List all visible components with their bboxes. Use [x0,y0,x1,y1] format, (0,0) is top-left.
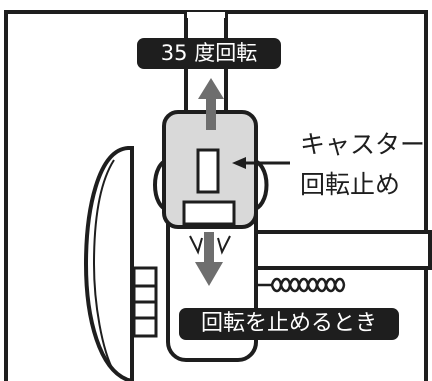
stop-rotation-label: 回転を止めるとき [179,308,399,340]
stop-arrow-down-icon [195,232,223,286]
knob-base [182,200,236,226]
wheel-inner [92,159,115,373]
pipe-top-cap [187,12,225,18]
caster-lock-label-line2: 回転止め [300,170,401,199]
knob-slot [196,148,220,194]
spring [254,277,346,293]
rotate-arrow-up-icon [198,78,224,130]
frame-rail [248,230,432,270]
rotation-angle-label: 35 度回転 [137,38,281,69]
callout-arrowhead [232,157,246,169]
caster-lock-label-line1: キャスター [300,130,426,159]
wheel [83,146,134,381]
gear-teeth [189,235,231,255]
